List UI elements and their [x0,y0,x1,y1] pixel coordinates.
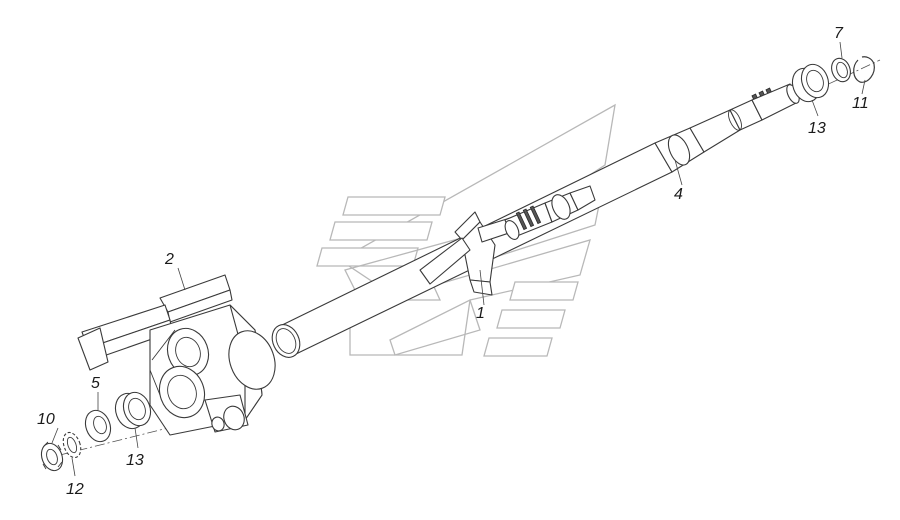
washer-part-5 [84,409,112,443]
nut-part-10 [40,441,64,472]
callout-10: 10 [37,411,55,428]
bracket-part-1 [419,185,596,296]
callout-1: 1 [476,305,485,322]
callout-13-right: 13 [808,120,826,137]
leader-lines [51,41,866,477]
callout-12: 12 [66,481,84,498]
callout-2: 2 [164,251,174,268]
callout-13-left: 13 [126,452,144,469]
housing-part-2 [77,274,276,436]
bearing-part-13-left [114,391,152,430]
callout-11: 11 [852,95,869,112]
watermark-logo [316,103,616,357]
lock-washer-part-12 [62,431,82,459]
ring-part-7 [831,57,851,83]
callout-5: 5 [91,375,100,392]
callout-labels: 2 1 4 5 7 10 11 12 13 13 [37,25,869,498]
callout-7: 7 [834,25,844,42]
callout-4: 4 [674,186,683,203]
bearing-part-13-right [791,63,830,103]
snap-ring-part-11 [853,56,875,83]
